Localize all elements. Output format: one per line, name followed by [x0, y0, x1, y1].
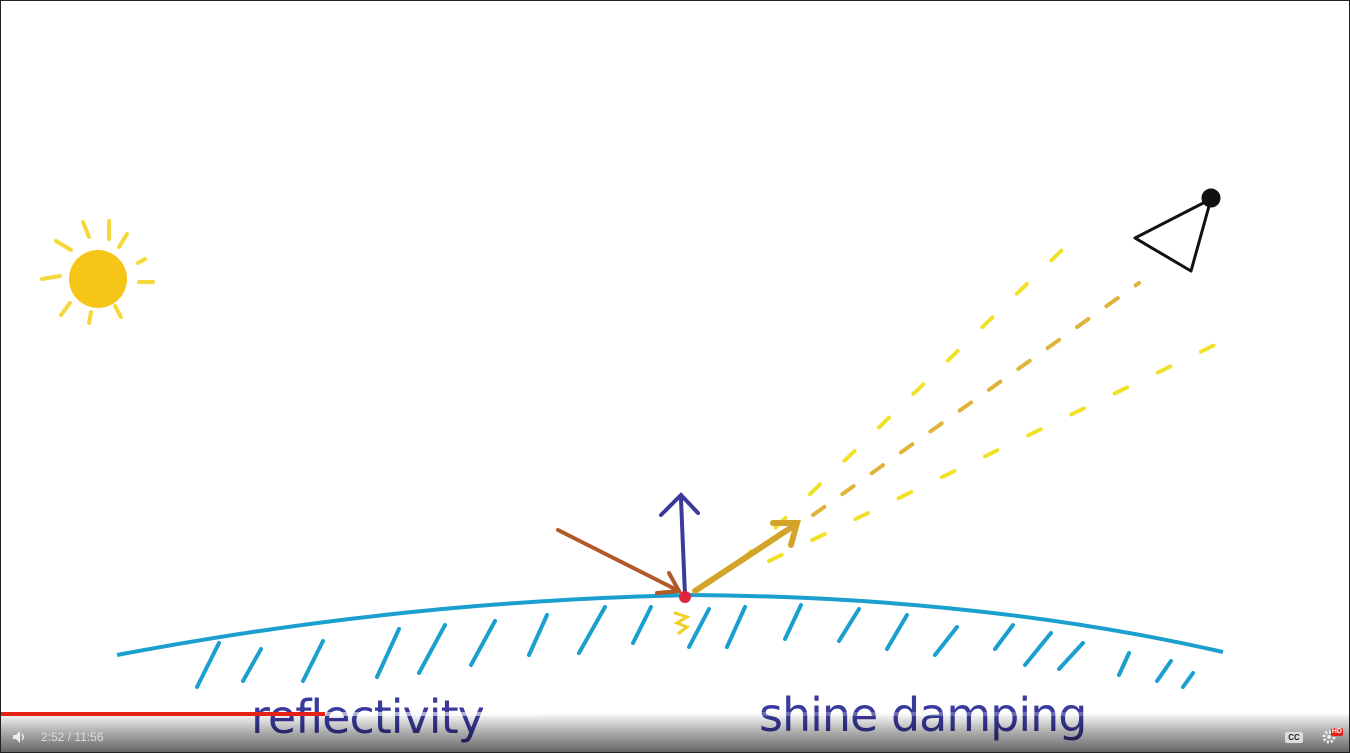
diffuse-mark	[673, 611, 691, 635]
progress-bar[interactable]	[1, 712, 1349, 716]
reflected-ray-dashed	[811, 281, 1141, 517]
light-rays	[739, 247, 1229, 563]
time-display: 2:52 / 11:56	[41, 730, 104, 744]
normal-vector	[659, 492, 700, 597]
gear-icon	[1322, 730, 1336, 744]
surface-point	[679, 591, 691, 603]
current-time: 2:52	[41, 730, 65, 744]
settings-button[interactable]: HD	[1309, 722, 1349, 752]
progress-played	[1, 712, 325, 716]
volume-button[interactable]	[1, 722, 37, 752]
captions-button[interactable]: CC	[1279, 722, 1309, 752]
surface-curve	[116, 592, 1224, 657]
reflected-ray	[692, 520, 801, 594]
time-separator: /	[64, 730, 75, 744]
camera-icon	[1133, 188, 1221, 273]
sun-icon	[40, 219, 155, 325]
duration: 11:56	[74, 730, 104, 744]
cc-icon: CC	[1285, 731, 1303, 743]
incident-ray	[556, 528, 683, 595]
volume-icon	[13, 731, 24, 743]
hd-badge: HD	[1330, 728, 1343, 736]
control-bar: 2:52 / 11:56 CC HD	[1, 722, 1349, 752]
player-controls: 2:52 / 11:56 CC HD	[1, 712, 1349, 752]
surface-hatching	[195, 603, 1195, 689]
